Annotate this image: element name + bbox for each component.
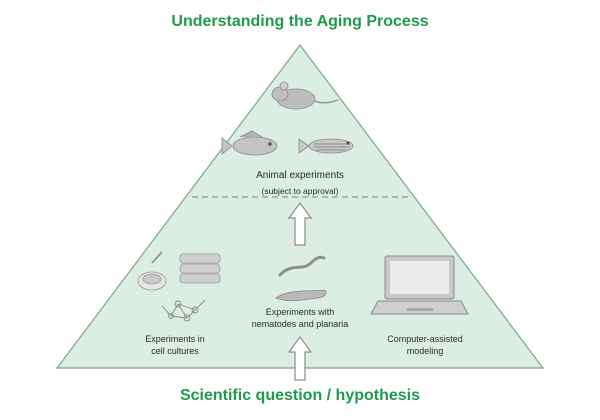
up-arrow-icon (287, 201, 313, 246)
zebrafish-icon (298, 138, 354, 154)
nematodes-label: Experiments with nematodes and planaria (251, 307, 349, 329)
laptop-icon (370, 255, 469, 315)
computer-modeling-label: Computer-assisted modeling (387, 334, 463, 356)
diagram-title: Understanding the Aging Process (171, 13, 429, 30)
mouse-icon (271, 81, 339, 110)
cell-cultures-label: Experiments in cell cultures (145, 334, 205, 356)
animal-experiments-label: Animal experiments (256, 170, 344, 181)
diagram-footer-title: Scientific question / hypothesis (179, 387, 421, 404)
petri-dish-icon (137, 251, 167, 291)
cell-network-icon (161, 299, 206, 322)
nematode-icon (278, 255, 326, 277)
up-arrow-icon (287, 335, 313, 381)
flask-stack-icon (179, 253, 221, 284)
approval-note-label: (subject to approval) (261, 186, 339, 196)
planaria-icon (275, 289, 327, 302)
fish-icon (221, 130, 278, 156)
upper-tier-label: Animal experiments (subject to approval) (225, 170, 375, 197)
